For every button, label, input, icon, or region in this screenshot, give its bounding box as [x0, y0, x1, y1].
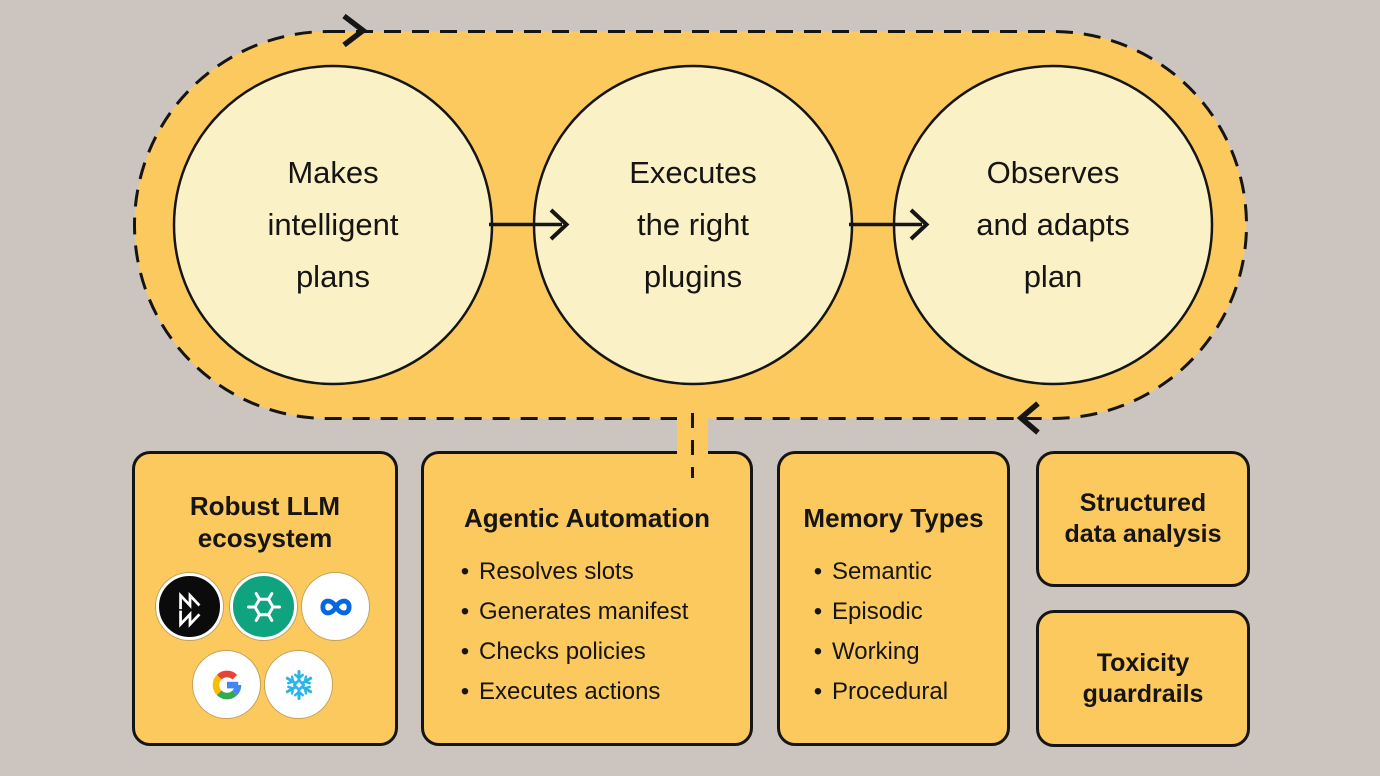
card-memory-types-title: Memory Types: [803, 503, 984, 533]
list-item-label: Episodic: [832, 598, 923, 625]
card-structured-data-analysis-title: Structured data analysis: [1064, 489, 1222, 548]
arrow-plans-to-plugins-icon: [489, 208, 570, 241]
bullet-icon: •: [460, 678, 470, 705]
bullet-icon: •: [460, 558, 470, 585]
bullet-icon: •: [813, 638, 823, 665]
list-item: • Procedural: [804, 672, 1007, 712]
card-toxicity-guardrails: Toxicity guardrails: [1036, 610, 1250, 747]
openai-logo-icon: [230, 573, 297, 640]
card-structured-data-analysis: Structured data analysis: [1036, 451, 1250, 587]
bullet-icon: •: [813, 598, 823, 625]
loop-arrowhead-bottom-icon: [1016, 401, 1040, 435]
loop-to-agentic-connector: [677, 412, 708, 478]
list-item-label: Procedural: [832, 678, 949, 705]
meta-logo-icon: [302, 573, 369, 640]
list-item: • Working: [804, 632, 1007, 672]
snowflake-logo-icon: [265, 651, 332, 718]
bullet-icon: •: [813, 558, 823, 585]
step-label-plans: Makes intelligent plans: [267, 155, 399, 294]
list-item-label: Resolves slots: [479, 558, 634, 585]
list-item-label: Checks policies: [479, 638, 646, 665]
list-item-label: Generates manifest: [479, 598, 689, 625]
arrow-plugins-to-observes-icon: [849, 208, 930, 241]
bullet-icon: •: [460, 638, 470, 665]
loop-arrowhead-top-icon: [342, 13, 368, 48]
bullet-icon: •: [460, 598, 470, 625]
list-item-label: Executes actions: [479, 678, 661, 705]
agentic-automation-list: • Resolves slots • Generates manifest • …: [424, 552, 750, 712]
moveworks-logo-icon: [156, 573, 223, 640]
list-item: • Executes actions: [451, 672, 750, 712]
list-item: • Episodic: [804, 592, 1007, 632]
memory-types-list: • Semantic • Episodic • Working • Proced…: [780, 552, 1007, 712]
card-memory-types: Memory Types • Semantic • Episodic • Wor…: [777, 451, 1010, 746]
list-item: • Generates manifest: [451, 592, 750, 632]
list-item-label: Semantic: [832, 558, 933, 585]
step-label-plugins: Executes the right plugins: [629, 155, 757, 294]
reasoning-loop-graphic: [133, 13, 1248, 435]
list-item: • Resolves slots: [451, 552, 750, 592]
bullet-icon: •: [813, 678, 823, 705]
google-logo-icon: [193, 651, 260, 718]
step-label-observes: Observes and adapts plan: [976, 155, 1130, 294]
card-agentic-automation: Agentic Automation • Resolves slots • Ge…: [421, 451, 753, 746]
card-agentic-automation-title: Agentic Automation: [463, 503, 711, 533]
list-item-label: Working: [832, 638, 920, 665]
card-llm-ecosystem-title: Robust LLM ecosystem: [189, 491, 341, 553]
list-item: • Checks policies: [451, 632, 750, 672]
card-toxicity-guardrails-title: Toxicity guardrails: [1082, 648, 1204, 708]
card-llm-ecosystem: Robust LLM ecosystem: [132, 451, 398, 746]
list-item: • Semantic: [804, 552, 1007, 592]
